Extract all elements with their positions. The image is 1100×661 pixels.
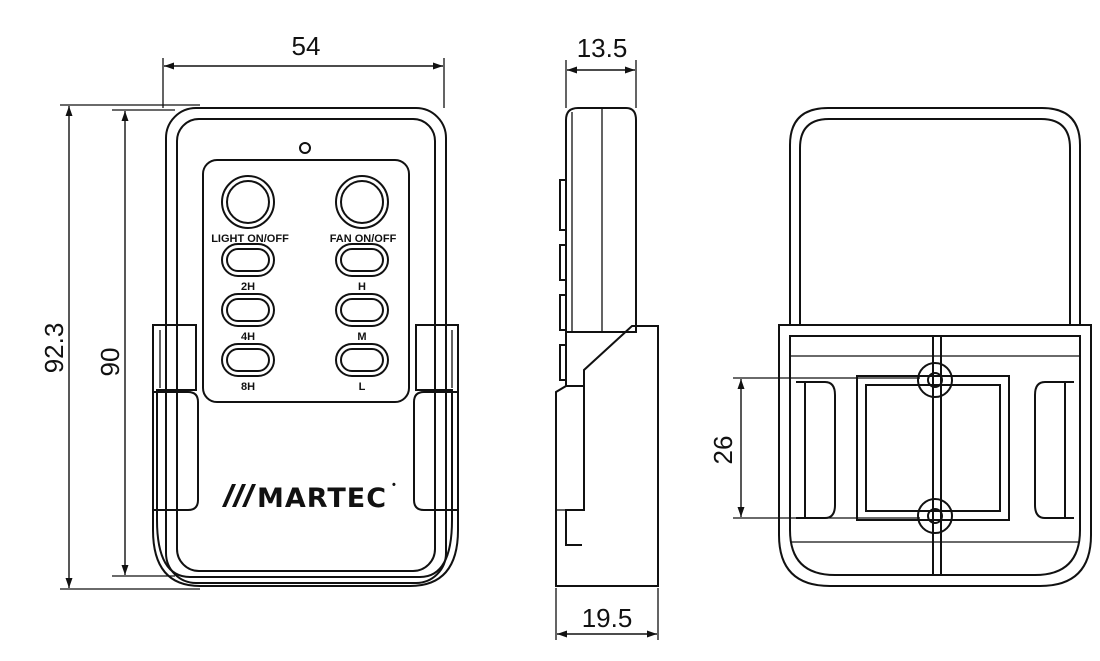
- width-label: 54: [292, 31, 321, 61]
- rear-remote-outline-inner: [799, 118, 1071, 325]
- fan-medium-label: M: [357, 331, 366, 343]
- rear-remote-outline-outer: [789, 107, 1081, 325]
- side-button-bump-2: [559, 244, 567, 281]
- fan-high-button[interactable]: [340, 248, 384, 272]
- holder-plate-outer: [778, 324, 1092, 587]
- remote-height-label: 90: [95, 348, 125, 377]
- logo-stripe-1: [222, 484, 236, 507]
- side-button-bump-3: [559, 294, 567, 331]
- side-button-bump-1: [559, 179, 567, 231]
- remote-body-inner: [176, 118, 436, 572]
- holder-side-profile: [555, 325, 659, 587]
- timer-2h-label: 2H: [241, 281, 255, 293]
- logo-stripe-2: [232, 484, 246, 507]
- holder-clip-right: [413, 391, 458, 511]
- logo-stripe-3: [242, 484, 256, 507]
- holder-center-frame-inner: [865, 384, 1001, 512]
- light-on-off-button[interactable]: [226, 180, 270, 224]
- keypad-panel: [202, 159, 410, 403]
- ir-emitter-icon: [299, 142, 311, 154]
- total-height-label: 92.3: [39, 323, 69, 374]
- timer-8h-button-outer: [221, 343, 275, 377]
- top-depth-label: 13.5: [577, 33, 628, 63]
- fan-on-off-button[interactable]: [340, 180, 384, 224]
- fan-low-label: L: [359, 381, 366, 393]
- fan-on-off-button-outer: [335, 175, 389, 229]
- holder-rear-view: 26: [708, 107, 1092, 587]
- front-view: 54 92.3 90 LIGHT ON/OFF FAN ON/OFF 2H: [39, 31, 459, 590]
- light-on-off-button-outer: [221, 175, 275, 229]
- screw-hole-bottom-icon: [927, 508, 943, 524]
- logo-registered-mark: •: [392, 479, 396, 491]
- logo-text: MARTEC: [257, 483, 387, 514]
- screw-hole-bottom-outer: [917, 498, 953, 534]
- light-on-off-label: LIGHT ON/OFF: [211, 233, 289, 245]
- holder-frame-front: [152, 324, 459, 587]
- holder-plate-inner: [789, 335, 1081, 576]
- timer-4h-label: 4H: [241, 331, 255, 343]
- martec-logo: MARTEC •: [222, 479, 396, 514]
- fan-low-button-outer: [335, 343, 389, 377]
- remote-body-outer: [165, 107, 447, 584]
- timer-8h-label: 8H: [241, 381, 255, 393]
- bottom-depth-label: 19.5: [582, 603, 633, 633]
- holder-grip-right: [1034, 381, 1074, 519]
- timer-4h-button[interactable]: [226, 298, 270, 322]
- fan-medium-button-outer: [335, 293, 389, 327]
- timer-2h-button-outer: [221, 243, 275, 277]
- holder-grip-left: [796, 381, 836, 519]
- fan-low-button[interactable]: [340, 348, 384, 372]
- hole-spacing-label: 26: [708, 436, 738, 465]
- holder-center-frame-outer: [856, 375, 1010, 521]
- timer-2h-button[interactable]: [226, 248, 270, 272]
- side-view: 13.5 19.5: [555, 33, 659, 640]
- fan-on-off-label: FAN ON/OFF: [330, 233, 397, 245]
- holder-clip-left: [154, 391, 199, 511]
- remote-side-body: [565, 107, 637, 333]
- fan-high-button-outer: [335, 243, 389, 277]
- screw-hole-top-icon: [927, 372, 943, 388]
- fan-medium-button[interactable]: [340, 298, 384, 322]
- timer-8h-button[interactable]: [226, 348, 270, 372]
- screw-hole-top-outer: [917, 362, 953, 398]
- timer-4h-button-outer: [221, 293, 275, 327]
- holder-side-inner: [565, 385, 585, 546]
- fan-high-label: H: [358, 281, 366, 293]
